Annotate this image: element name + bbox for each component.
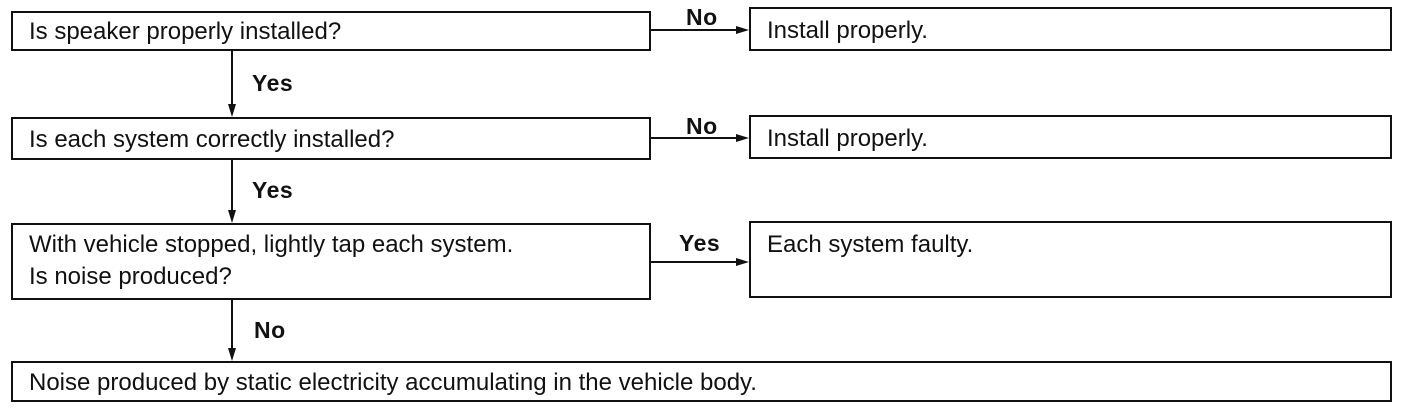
down-label-no: No: [254, 317, 286, 343]
down-label-yes: Yes: [252, 177, 294, 203]
down-label-yes: Yes: [252, 70, 294, 96]
branch-label-yes: Yes: [679, 230, 721, 256]
final-result-box: Noise produced by static electricity acc…: [11, 361, 1392, 402]
question-text-line-1: With vehicle stopped, lightly tap each s…: [29, 231, 514, 258]
arrowhead-down-icon: [228, 104, 236, 117]
question-text: Is each system correctly installed?: [29, 126, 395, 153]
arrowhead-right-icon: [736, 258, 749, 266]
question-text-line-2: Is noise produced?: [29, 263, 232, 290]
result-box-install-properly: Install properly.: [749, 7, 1392, 51]
arrowhead-down-icon: [228, 210, 236, 223]
question-box-tap-system: With vehicle stopped, lightly tap each s…: [11, 223, 651, 300]
question-box-system-installed: Is each system correctly installed?: [11, 117, 651, 160]
question-text: Is speaker properly installed?: [29, 18, 342, 45]
arrowhead-right-icon: [736, 134, 749, 142]
result-text: Install properly.: [767, 125, 928, 152]
question-box-speaker-installed: Is speaker properly installed?: [11, 11, 651, 51]
result-text: Each system faulty.: [767, 231, 974, 258]
result-box-system-faulty: Each system faulty.: [749, 221, 1392, 298]
arrowhead-down-icon: [228, 348, 236, 361]
result-text: Install properly.: [767, 17, 928, 44]
final-result-text: Noise produced by static electricity acc…: [29, 369, 757, 396]
arrowhead-right-icon: [736, 26, 749, 34]
result-box-install-properly: Install properly.: [749, 115, 1392, 159]
branch-label-no: No: [686, 113, 718, 139]
branch-label-no: No: [686, 4, 718, 30]
